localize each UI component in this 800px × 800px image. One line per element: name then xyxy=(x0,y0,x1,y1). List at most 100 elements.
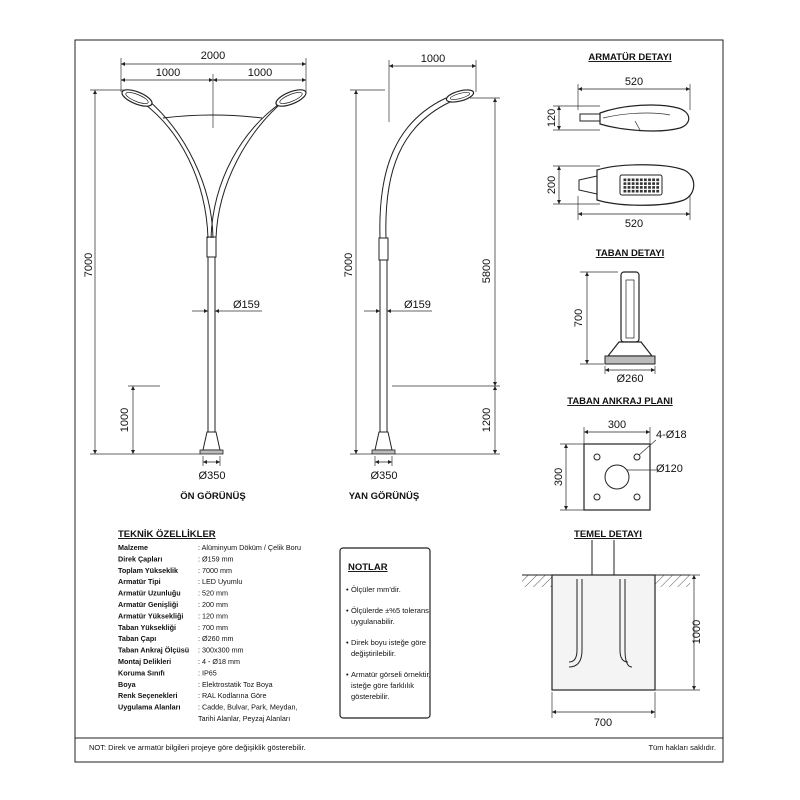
front-view-title: ÖN GÖRÜNÜŞ xyxy=(180,491,245,502)
led-cell xyxy=(631,189,635,193)
front-pole-diameter: Ø159 xyxy=(233,299,260,311)
note-item: •Ölçüler mm'dir. xyxy=(346,585,401,594)
led-cell xyxy=(648,189,651,193)
anchor-plate-width: 300 xyxy=(608,419,626,431)
note-line: Ölçüler mm'dir. xyxy=(351,585,401,594)
spec-row: Armatür Tipi: LED Uyumlu xyxy=(118,577,242,586)
side-view-title: YAN GÖRÜNÜŞ xyxy=(349,491,419,502)
base-diameter: Ø260 xyxy=(617,373,644,385)
side-height-total: 7000 xyxy=(343,253,355,277)
anchor-plan-title: TABAN ANKRAJ PLANI xyxy=(567,396,673,407)
spec-row: Taban Çapı : Ø260 mm xyxy=(118,634,234,643)
spec-value: : Elektrostatik Toz Boya xyxy=(198,680,273,689)
led-cell xyxy=(639,178,643,182)
spec-value: : Ø159 mm xyxy=(198,554,234,563)
led-cell xyxy=(623,182,627,185)
led-cell xyxy=(631,182,635,185)
note-line: isteğe göre farklılık xyxy=(351,681,414,690)
note-line: değiştirilebilir. xyxy=(351,649,396,658)
spec-label: Taban Yüksekliği xyxy=(118,623,176,632)
note-line: Armatür görseli örnektir, xyxy=(351,670,431,679)
led-cell xyxy=(656,178,660,182)
led-cell xyxy=(644,182,647,185)
spec-label: Taban Çapı xyxy=(118,634,156,643)
spec-row: Malzeme : Alüminyum Döküm / Çelik Boru xyxy=(118,543,301,552)
front-arm-left: 1000 xyxy=(156,67,180,79)
led-cell xyxy=(652,189,655,193)
front-view: 2000 1000 1000 7000 1000 xyxy=(83,50,307,502)
spec-label: Boya xyxy=(118,680,137,689)
led-cell xyxy=(639,186,643,189)
spec-row: Toplam Yükseklik: 7000 mm xyxy=(118,566,232,575)
spec-value: : Alüminyum Döküm / Çelik Boru xyxy=(198,543,301,552)
note-bullet: • xyxy=(346,670,349,679)
led-cell xyxy=(656,182,660,185)
spec-row: Boya : Elektrostatik Toz Boya xyxy=(118,680,273,689)
front-height-total: 7000 xyxy=(83,253,95,277)
led-cell xyxy=(635,178,639,182)
luminaire-detail-title: ARMATÜR DETAYI xyxy=(588,52,671,63)
spec-label: Malzeme xyxy=(118,543,148,552)
spec-value: : 300x300 mm xyxy=(198,646,244,655)
spec-value: : RAL Kodlarına Göre xyxy=(198,691,266,700)
spec-label: Koruma Sınıfı xyxy=(118,668,165,677)
luminaire-side-drawing xyxy=(579,104,690,132)
front-width-total: 2000 xyxy=(201,50,225,62)
notes-box: NOTLAR •Ölçüler mm'dir.•Ölçülerde ±%5 to… xyxy=(339,547,431,719)
front-base-height: 1000 xyxy=(119,408,131,432)
luminaire-top-drawing xyxy=(578,164,695,206)
specs-table: TEKNİK ÖZELLİKLER Malzeme: Alüminyum Dök… xyxy=(118,529,301,723)
led-cell xyxy=(652,182,655,185)
footer-note: NOT: Direk ve armatür bilgileri projeye … xyxy=(89,743,306,752)
led-cell xyxy=(656,186,660,189)
spec-row: Armatür Genişliği: 200 mm xyxy=(118,600,228,609)
led-cell xyxy=(627,186,631,189)
led-cell xyxy=(635,186,639,189)
note-bullet: • xyxy=(346,585,349,594)
spec-row: Tarihi Alanlar, Peyzaj Alanları xyxy=(198,714,290,723)
spec-value: : 700 mm xyxy=(198,623,228,632)
spec-label: Uygulama Alanları xyxy=(118,703,180,712)
spec-row: Taban Ankraj Ölçüsü: 300x300 mm xyxy=(118,646,244,655)
led-cell xyxy=(631,186,635,189)
led-cell xyxy=(652,178,655,182)
luminaire-top-length: 520 xyxy=(625,218,643,230)
spec-value: : 520 mm xyxy=(198,589,228,598)
led-cell xyxy=(648,186,651,189)
spec-row: Koruma Sınıfı: IP65 xyxy=(118,668,217,677)
luminaire-detail: ARMATÜR DETAYI 520 120 200 520 xyxy=(546,52,695,230)
spec-row: Montaj Delikleri: 4 - Ø18 mm xyxy=(118,657,240,666)
anchor-plan: TABAN ANKRAJ PLANI 300 300 4-Ø18 Ø120 xyxy=(553,396,687,511)
led-cell xyxy=(627,178,631,182)
led-cell xyxy=(644,189,647,193)
spec-value: : Ø260 mm xyxy=(198,634,234,643)
note-line: Direk boyu isteğe göre xyxy=(351,638,426,647)
spec-value: Tarihi Alanlar, Peyzaj Alanları xyxy=(198,714,290,723)
led-cell xyxy=(644,186,647,189)
anchor-center-hole: Ø120 xyxy=(656,463,683,475)
led-cell xyxy=(635,189,639,193)
anchor-holes: 4-Ø18 xyxy=(656,429,687,441)
base-detail: TABAN DETAYI 700 Ø260 xyxy=(573,248,664,385)
led-cell xyxy=(648,182,651,185)
base-drawing xyxy=(604,271,656,365)
led-cell xyxy=(635,182,639,185)
front-luminaire-right xyxy=(275,89,307,107)
luminaire-side-length: 520 xyxy=(625,76,643,88)
side-base-height: 1200 xyxy=(481,408,493,432)
luminaire-side-height: 120 xyxy=(546,109,558,127)
led-cell xyxy=(631,178,635,182)
spec-label: Armatür Uzunluğu xyxy=(118,589,181,598)
side-view: 1000 7000 5800 1200 Ø159 xyxy=(343,53,500,502)
notes-title: NOTLAR xyxy=(348,562,388,573)
spec-label: Direk Çapları xyxy=(118,554,162,563)
spec-value: : 4 - Ø18 mm xyxy=(198,657,240,666)
front-base-diameter: Ø350 xyxy=(199,470,226,482)
spec-label: Armatür Yüksekliği xyxy=(118,611,183,620)
note-bullet: • xyxy=(346,606,349,615)
side-pole-height: 5800 xyxy=(481,259,493,283)
side-luminaire xyxy=(445,89,475,103)
spec-value: : Cadde, Bulvar, Park, Meydan, xyxy=(198,703,297,712)
side-pole-diameter: Ø159 xyxy=(404,299,431,311)
